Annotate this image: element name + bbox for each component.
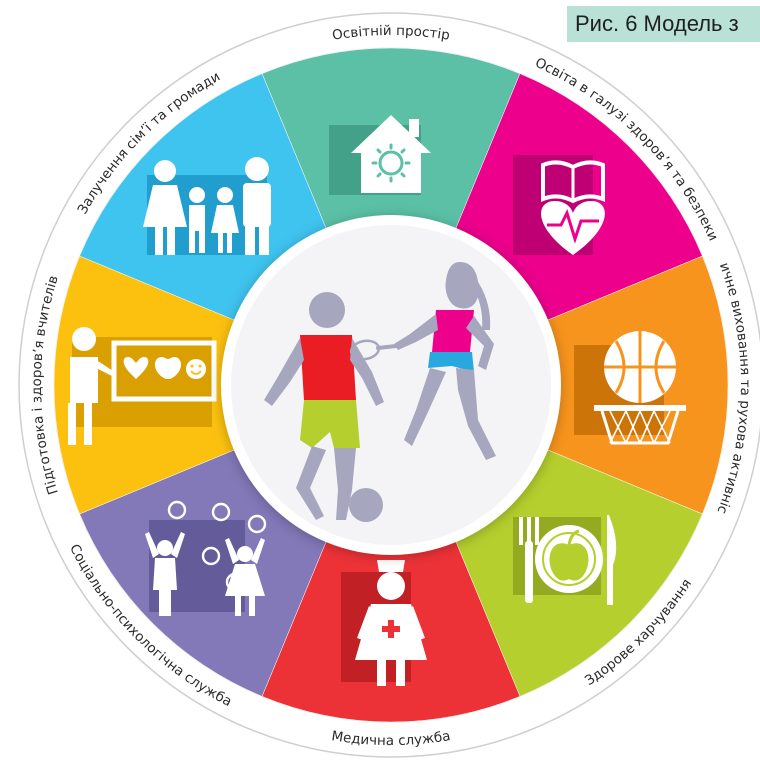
label-osvitnii-prostir: Освітній простір	[331, 23, 451, 44]
house-sun-icon	[329, 115, 431, 195]
boy-football-illustration	[264, 292, 384, 522]
nurse-icon	[341, 560, 427, 686]
figure-caption: Рис. 6 Модель з	[567, 6, 760, 42]
family-icon	[143, 157, 271, 255]
book-heart-icon	[513, 155, 605, 255]
plate-apple-icon	[513, 515, 617, 605]
basketball-hoop-icon	[574, 331, 686, 445]
happy-children-icon	[145, 500, 267, 616]
girl-tennis-illustration	[349, 262, 496, 460]
segment-icons	[68, 115, 686, 686]
label-medychna-sluzhba: Медична служба	[330, 728, 451, 749]
teacher-board-icon	[68, 327, 217, 445]
